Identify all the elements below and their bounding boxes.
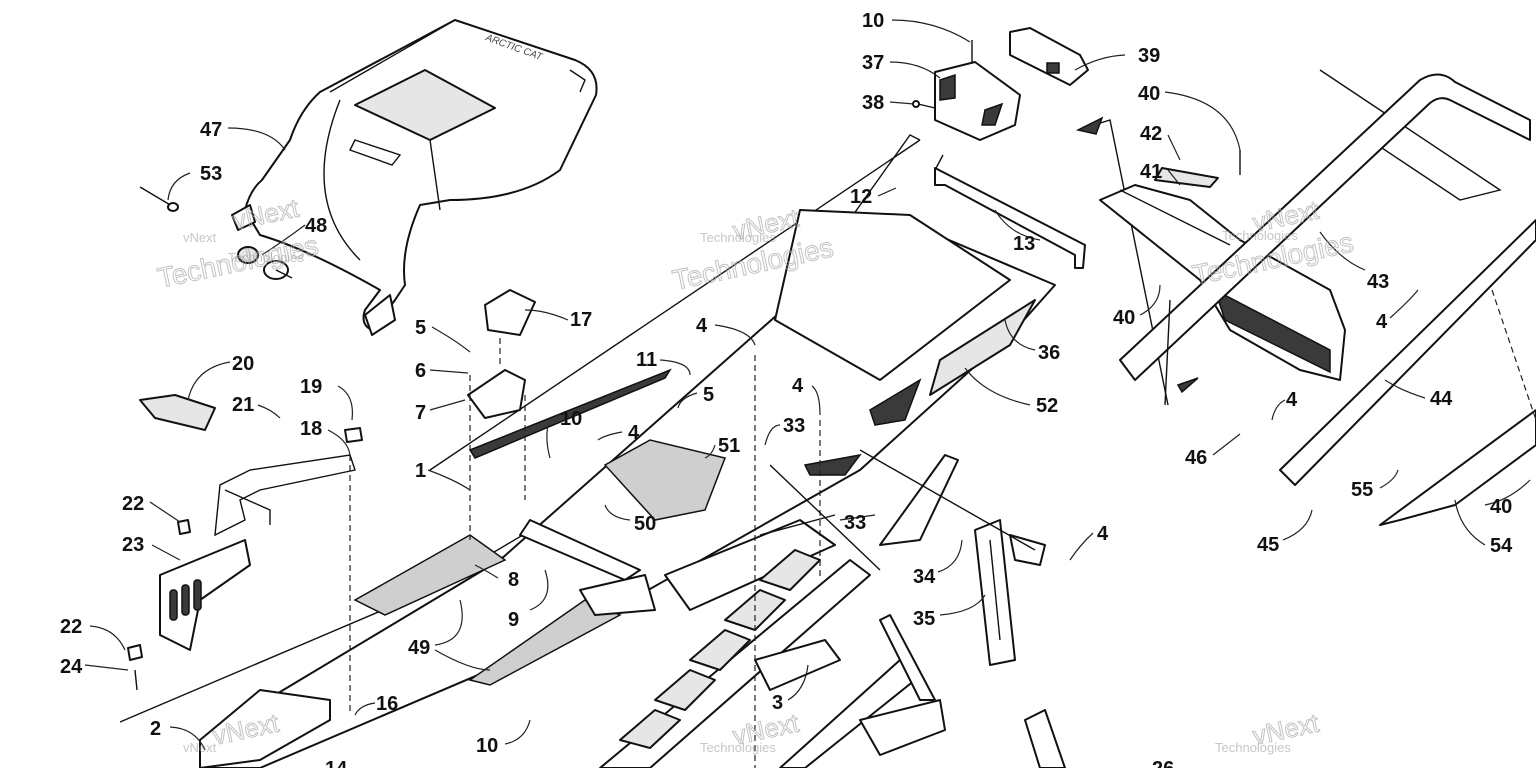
callout-label: 5 xyxy=(415,317,426,339)
callout-label: 22 xyxy=(122,493,144,515)
callout-label: 4 xyxy=(1097,523,1109,545)
callout-label: 2 xyxy=(150,718,161,740)
callout-label: 18 xyxy=(300,418,322,440)
tunnel-frame xyxy=(199,209,1056,768)
callout-label: 22 xyxy=(60,616,82,638)
callout-label: 40 xyxy=(1490,496,1512,518)
callout-label: 39 xyxy=(1138,45,1160,67)
callout-label: 19 xyxy=(300,376,322,398)
callout-label: 6 xyxy=(415,360,426,382)
side-parts-left xyxy=(127,289,536,691)
callout-label: 4 xyxy=(792,375,804,397)
watermark-text: Technologies xyxy=(700,740,776,755)
callout-label: 23 xyxy=(122,534,144,556)
callout-label: 11 xyxy=(636,349,657,371)
callout-label: 48 xyxy=(305,215,327,237)
callout-label: 13 xyxy=(1013,233,1035,255)
callout-label: 5 xyxy=(703,384,714,406)
callout-label: 52 xyxy=(1036,395,1058,417)
watermark-text: Technologies xyxy=(228,250,304,265)
callout-label: 24 xyxy=(60,656,83,678)
callout-label: 36 xyxy=(1038,342,1060,364)
watermark-text: vNext xyxy=(1250,708,1322,751)
callout-label: 40 xyxy=(1138,83,1160,105)
callout-label: 44 xyxy=(1430,388,1453,410)
callout-labels: 10 37 38 39 40 42 41 47 53 48 12 13 43 4… xyxy=(60,10,1513,768)
callout-label: 40 xyxy=(1113,307,1135,329)
rear-bumper-rail xyxy=(1119,73,1536,526)
traction-mats xyxy=(353,439,727,686)
callout-label: 49 xyxy=(408,637,430,659)
callout-label: 33 xyxy=(844,512,866,534)
callout-label: 4 xyxy=(1286,389,1298,411)
callout-label: 14 xyxy=(325,758,348,768)
callout-label: 10 xyxy=(560,408,582,430)
callout-label: 21 xyxy=(232,394,254,416)
callout-label: 10 xyxy=(862,10,884,32)
callout-label: 16 xyxy=(376,693,398,715)
callout-label: 45 xyxy=(1257,534,1279,556)
rear-arms xyxy=(759,454,1046,701)
callout-label: 37 xyxy=(862,52,884,74)
watermark-text: Technologies xyxy=(1222,228,1298,243)
callout-label: 9 xyxy=(508,609,519,631)
watermark-text: vNext xyxy=(183,740,217,755)
callout-label: 7 xyxy=(415,402,426,424)
callout-label: 41 xyxy=(1140,161,1162,183)
callout-label: 3 xyxy=(772,692,783,714)
callout-label: 17 xyxy=(570,309,592,331)
callout-label: 42 xyxy=(1140,123,1162,145)
callout-label: 10 xyxy=(476,735,498,757)
callout-label: 12 xyxy=(850,186,872,208)
taillight-assembly xyxy=(912,27,1089,141)
callout-label: 53 xyxy=(200,163,222,185)
callout-label: 35 xyxy=(913,608,935,630)
watermark-text: vNext xyxy=(183,230,217,245)
callout-label: 51 xyxy=(718,435,740,457)
rear-bumper-bracket xyxy=(934,154,1086,269)
watermark-text: Technologies xyxy=(155,230,321,294)
callout-label: 26 xyxy=(1152,758,1174,768)
callout-label: 34 xyxy=(913,566,936,588)
watermark-text: vNext xyxy=(730,708,802,751)
callout-label: 33 xyxy=(783,415,805,437)
callout-label: 4 xyxy=(1376,311,1388,333)
leader-lines xyxy=(84,19,1531,768)
watermark-text: vNext xyxy=(1250,195,1322,238)
callout-label: 20 xyxy=(232,353,254,375)
callout-label: 47 xyxy=(200,119,222,141)
callout-label: 46 xyxy=(1185,447,1207,469)
callout-label: 4 xyxy=(696,315,708,337)
callout-label: 1 xyxy=(415,460,426,482)
callout-label: 38 xyxy=(862,92,884,114)
seat-hardware xyxy=(139,186,293,280)
watermark-text: Technologies xyxy=(700,230,776,245)
callout-label: 4 xyxy=(628,422,640,444)
callout-label: 8 xyxy=(508,569,519,591)
watermark-text: Technologies xyxy=(1215,740,1291,755)
callout-label: 50 xyxy=(634,513,656,535)
callout-label: 55 xyxy=(1351,479,1373,501)
callout-label: 54 xyxy=(1490,535,1513,557)
callout-label: 43 xyxy=(1367,271,1389,293)
seat-assembly: ARCTIC CAT xyxy=(231,19,598,336)
